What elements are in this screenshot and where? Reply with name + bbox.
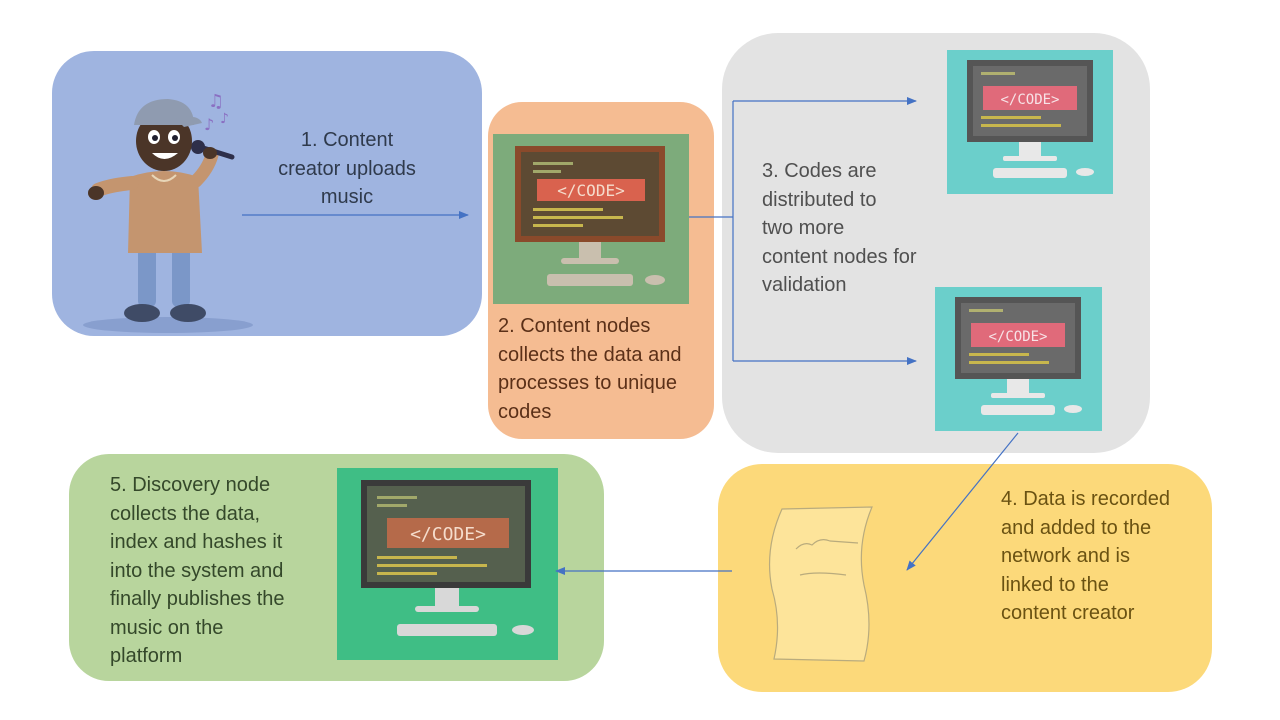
- step-5-monitor-tile: </CODE>: [337, 468, 558, 660]
- step-3-screen-code-bottom: </CODE>: [988, 329, 1047, 345]
- step-1-box: [52, 51, 482, 336]
- singer-illustration: ♫ ♪ ♪: [83, 91, 253, 333]
- document-icon: [768, 506, 873, 662]
- step-3-screen-code-top: </CODE>: [1000, 92, 1059, 108]
- step-4-label: 4. Data is recorded and added to the net…: [1001, 488, 1170, 624]
- step-3-monitor-tile-top: </CODE>: [947, 50, 1113, 194]
- step-1-label: 1. Content creator uploads music: [278, 129, 416, 208]
- arrow-step3-to-step4: [906, 432, 1019, 571]
- music-note-icon: ♫ ♪ ♪: [204, 91, 229, 134]
- step-2-label: 2. Content nodes collects the data and p…: [498, 315, 682, 423]
- code-monitor-icon: </CODE>: [515, 146, 665, 286]
- step-3-label: 3. Codes are distributed to two more con…: [762, 160, 917, 296]
- code-monitor-icon: </CODE>: [955, 297, 1082, 415]
- svg-text:♪: ♪: [204, 115, 214, 134]
- code-monitor-icon: </CODE>: [967, 60, 1094, 178]
- connector-step2-to-step3: [689, 101, 734, 361]
- step-2-monitor-tile: </CODE>: [493, 134, 689, 304]
- svg-text:♪: ♪: [220, 111, 229, 127]
- step-2-screen-code: </CODE>: [557, 181, 624, 200]
- step-5-screen-code: </CODE>: [410, 524, 486, 545]
- step-3-monitor-tile-bottom: </CODE>: [935, 287, 1102, 431]
- code-monitor-icon: </CODE>: [361, 480, 534, 636]
- step-5-label: 5. Discovery node collects the data, ind…: [110, 474, 285, 667]
- svg-text:♫: ♫: [208, 91, 224, 112]
